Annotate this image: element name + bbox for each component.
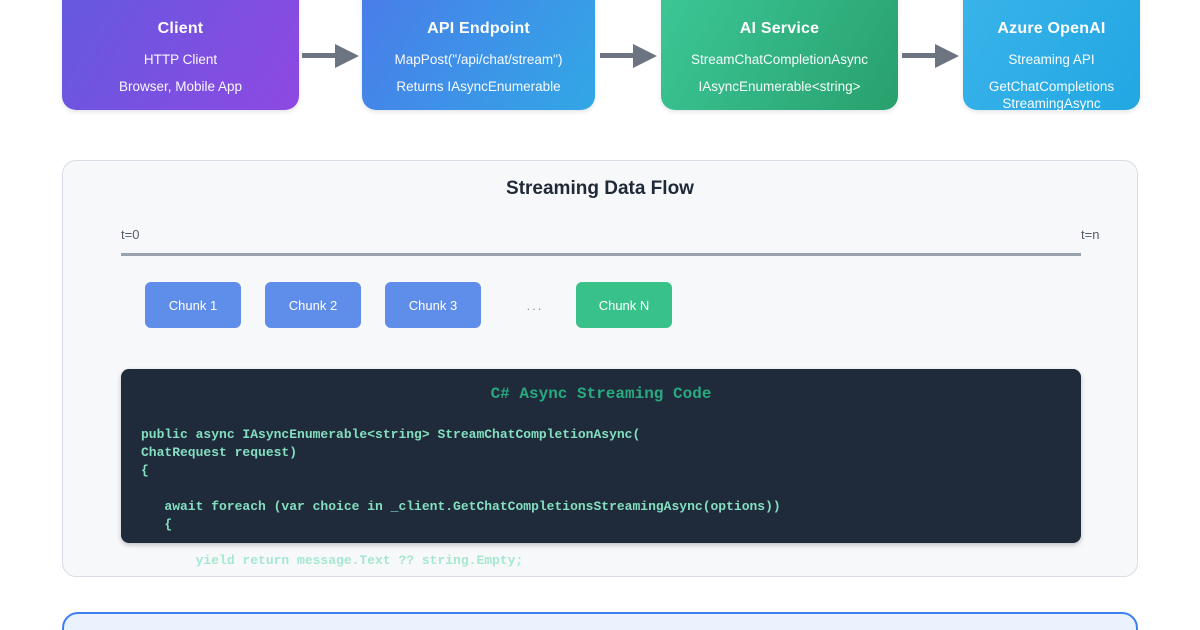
code-line: await foreach (var choice in _client.Get…: [141, 499, 781, 514]
flow-box-detail: Browser, Mobile App: [118, 79, 243, 94]
flow-box-title: Client: [157, 20, 204, 37]
code-line: [141, 534, 1061, 552]
code-line: public async IAsyncEnumerable<string> St…: [141, 427, 641, 442]
flow-box-ai-service: AI Service StreamChatCompletionAsync IAs…: [661, 0, 898, 110]
flow-box-detail: GetChatCompletions StreamingAsync: [988, 79, 1115, 111]
timeline-start-label: t=0: [121, 227, 140, 242]
code-line: ChatRequest request): [141, 445, 298, 460]
code-line: [141, 480, 1061, 498]
streaming-data-flow-card: Streaming Data Flow t=0 t=n Chunk 1 Chun…: [62, 160, 1138, 577]
code-block: C# Async Streaming Code public async IAs…: [121, 369, 1081, 568]
flow-box-title: AI Service: [739, 20, 820, 37]
timeline-axis: [121, 253, 1081, 256]
chunk-2-box: Chunk 2: [265, 282, 361, 328]
flow-box-detail: IAsyncEnumerable<string>: [698, 79, 861, 94]
chunk-ellipsis: ...: [526, 297, 544, 313]
flow-box-client: Client HTTP Client Browser, Mobile App: [62, 0, 299, 110]
chunk-label: Chunk 3: [408, 297, 458, 313]
chunk-1-box: Chunk 1: [145, 282, 241, 328]
flow-box-detail: Returns IAsyncEnumerable: [396, 79, 561, 94]
card-title: Streaming Data Flow: [506, 178, 694, 199]
arrow-right-icon: [902, 53, 935, 58]
chunk-label: Chunk N: [598, 297, 650, 313]
chunk-label: Chunk 2: [288, 297, 338, 313]
bottom-card-partial: [62, 612, 1138, 630]
code-line-overflow: yield return message.Text ?? string.Empt…: [141, 553, 524, 568]
flow-box-detail: Streaming API: [1008, 52, 1095, 67]
arrow-right-icon: [600, 53, 633, 58]
code-line: {: [141, 463, 149, 478]
flow-box-detail: StreamChatCompletionAsync: [690, 52, 869, 67]
flow-box-detail: HTTP Client: [143, 52, 218, 67]
flow-box-azure-openai: Azure OpenAI Streaming API GetChatComple…: [963, 0, 1140, 111]
arrow-right-icon: [302, 53, 335, 58]
chunk-label: Chunk 1: [168, 297, 218, 313]
flow-box-title: Azure OpenAI: [997, 20, 1106, 37]
flow-box-title: API Endpoint: [427, 20, 530, 37]
code-block-header: C# Async Streaming Code: [490, 385, 712, 403]
chunk-3-box: Chunk 3: [385, 282, 481, 328]
timeline-end-label: t=n: [1081, 227, 1100, 242]
flow-box-api-endpoint: API Endpoint MapPost("/api/chat/stream")…: [362, 0, 595, 110]
code-line: {: [141, 517, 173, 532]
flow-box-detail: MapPost("/api/chat/stream"): [394, 52, 563, 67]
chunk-n-box: Chunk N: [576, 282, 672, 328]
